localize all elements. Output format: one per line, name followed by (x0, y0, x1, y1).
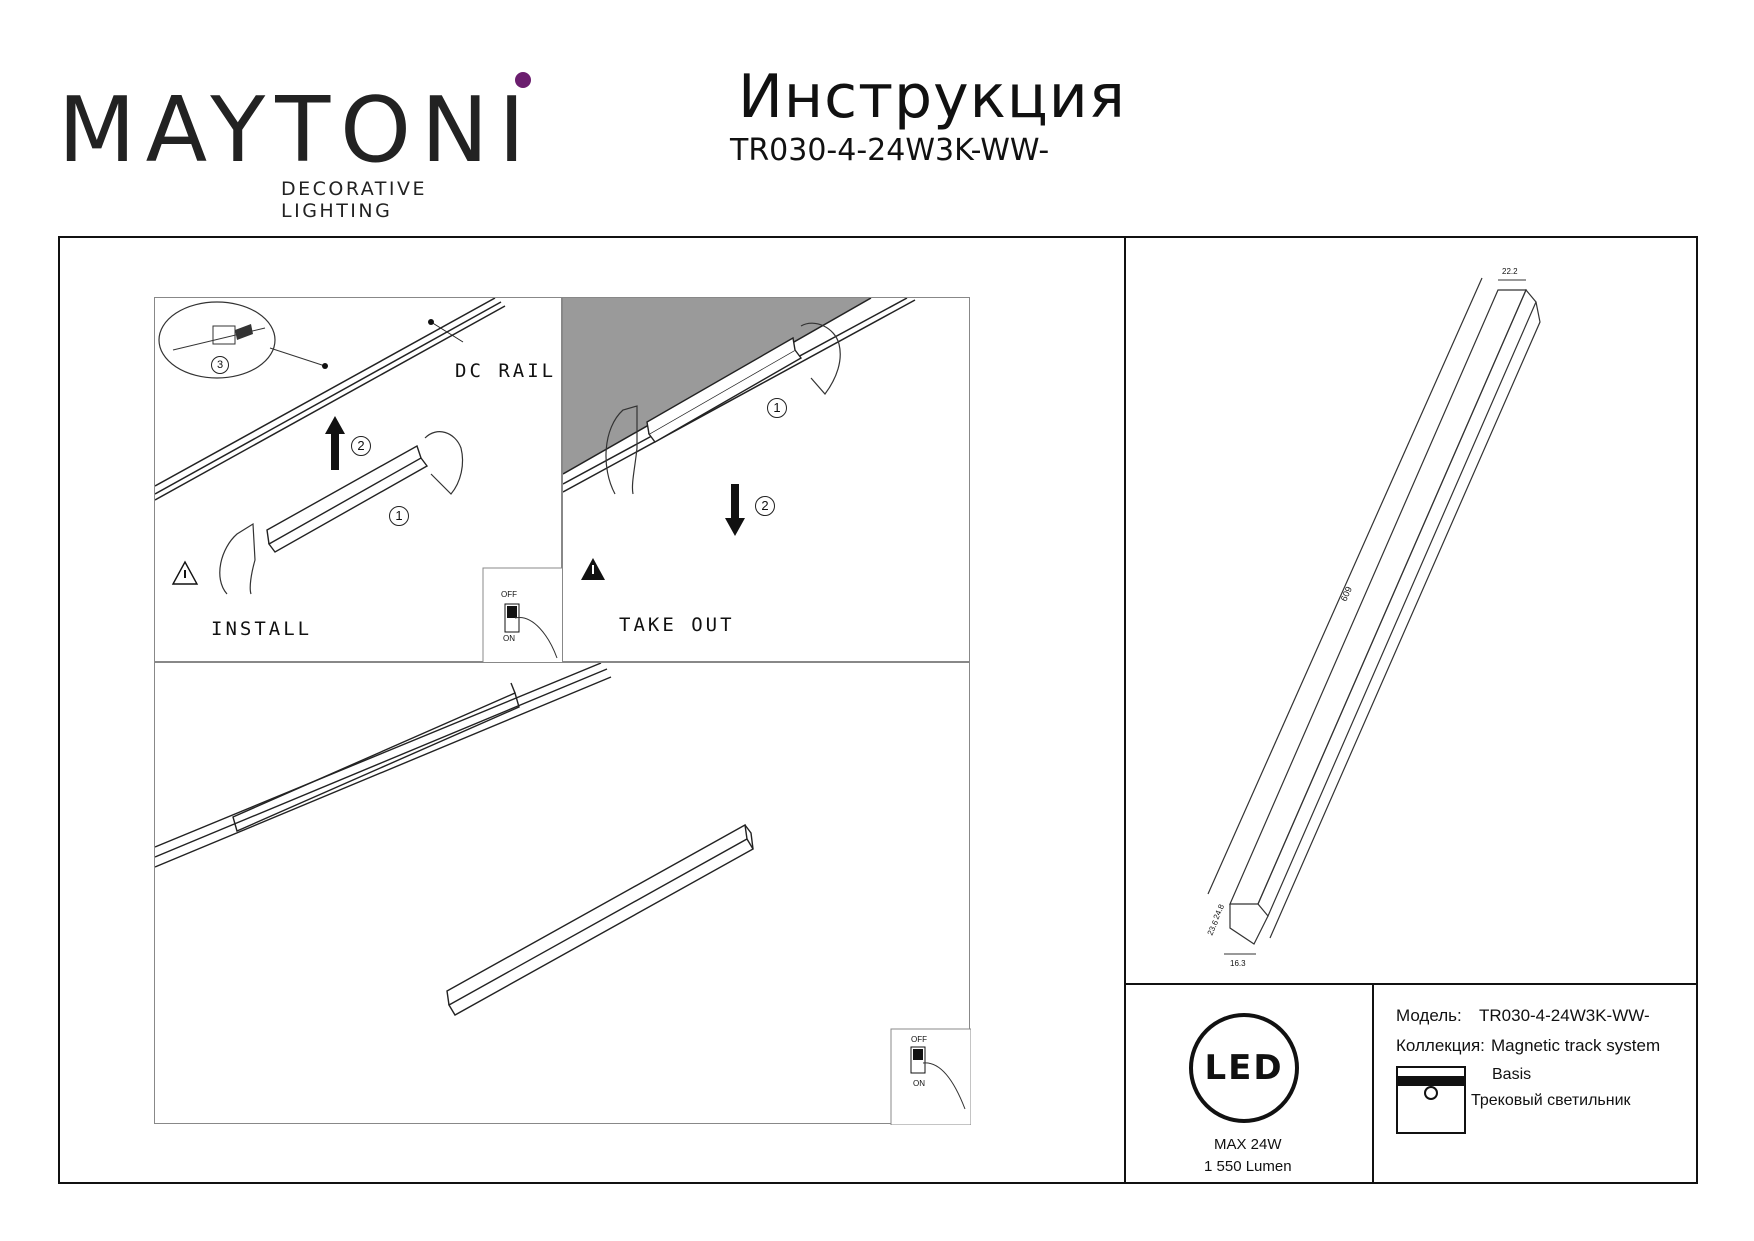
model-code-heading: TR030-4-24W3K-WW- (730, 133, 1050, 168)
step-marker-1: 1 (389, 506, 409, 526)
install-label: INSTALL (211, 618, 313, 640)
dim-height-b: 23.6 (1206, 918, 1221, 936)
luminaire-drawing (266, 444, 429, 553)
frame-divider-vertical (1124, 236, 1126, 1184)
led-icon: LED (1188, 1012, 1300, 1124)
info-collection-sub: Basis (1492, 1066, 1532, 1083)
installed-illustration (155, 663, 971, 1125)
info-type-value: Трековый светильник (1471, 1092, 1631, 1109)
step-marker-3: 3 (211, 356, 229, 374)
spec-lumen: 1 550 Lumen (1204, 1158, 1292, 1175)
step-marker-2: 2 (351, 436, 371, 456)
led-icon-text: LED (1204, 1048, 1284, 1088)
frame-divider-horizontal (1124, 983, 1698, 985)
luminaire-drawing (446, 823, 754, 1016)
takeout-panel: TAKE OUT 1 2 (562, 297, 970, 662)
dim-length: 609 (1339, 585, 1354, 603)
install-panel: DC RAIL INSTALL 2 1 3 OFF ON (154, 297, 563, 663)
dimension-drawing: 609 22.2 24.8 23.6 16.3 (1206, 267, 1541, 968)
switch-off-label: OFF (501, 590, 517, 599)
brand-tagline: DECORATIVE LIGHTING (281, 178, 428, 222)
info-collection-label: Коллекция: (1396, 1036, 1485, 1055)
brand-logo: MAYTONI DECORATIVE LIGHTING (58, 78, 538, 223)
info-model-value: TR030-4-24W3K-WW- (1479, 1006, 1650, 1025)
install-illustration (155, 298, 563, 663)
installed-view-panel: OFF ON (154, 662, 971, 1125)
track-light-icon (1396, 1066, 1466, 1134)
dim-bottom-width: 16.3 (1230, 959, 1246, 968)
switch-on-label: ON (913, 1079, 925, 1088)
step-marker-1-takeout: 1 (767, 398, 787, 418)
rail-label: DC RAIL (455, 360, 557, 382)
info-model-label: Модель: (1396, 1006, 1462, 1025)
instruction-frame (58, 236, 1698, 1184)
takeout-label: TAKE OUT (619, 614, 735, 636)
switch-on-label: ON (503, 634, 515, 643)
spec-power: MAX 24W (1214, 1136, 1282, 1153)
takeout-illustration (563, 298, 916, 580)
frame-divider-info (1372, 983, 1374, 1184)
dim-top-width: 22.2 (1502, 267, 1518, 276)
page-title: Инструкция (738, 62, 1126, 132)
dc-rail-drawing (155, 298, 506, 501)
step-marker-2-takeout: 2 (755, 496, 775, 516)
luminaire-drawing (646, 336, 803, 443)
brand-name: MAYTONI (58, 78, 535, 183)
dim-height-a: 24.8 (1212, 902, 1227, 920)
switch-off-label: OFF (911, 1035, 927, 1044)
warning-outline-icon (171, 560, 199, 585)
info-collection-value: Magnetic track system (1491, 1036, 1661, 1055)
logo-dot-icon (515, 72, 531, 88)
